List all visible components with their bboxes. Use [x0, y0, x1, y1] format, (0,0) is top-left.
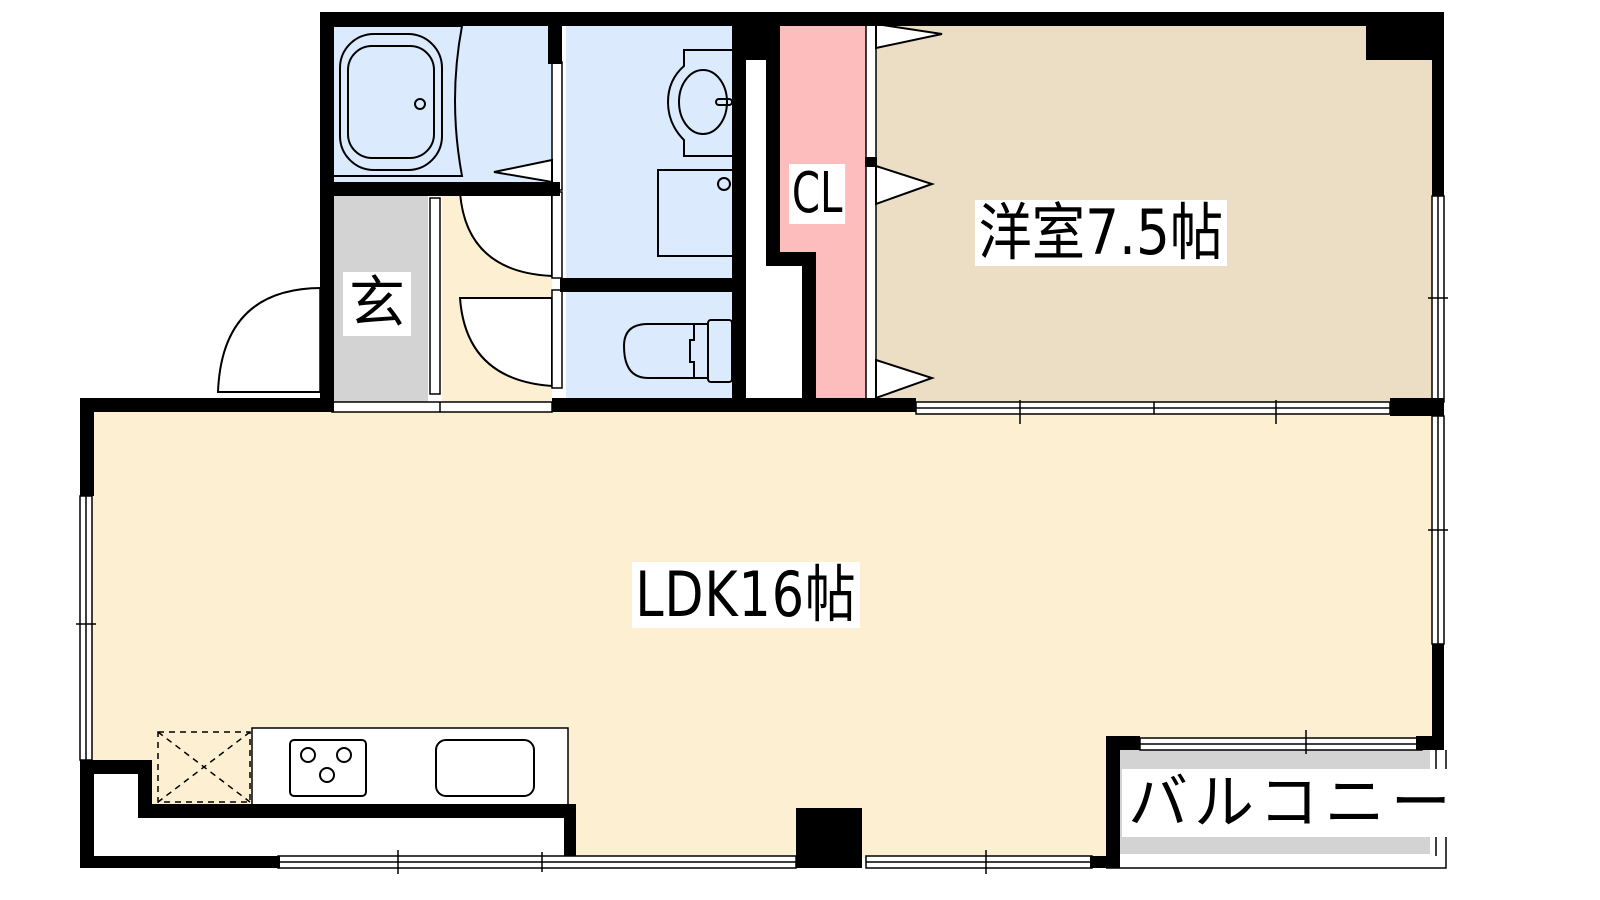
- kitchen-sink-icon: [435, 739, 535, 797]
- front-door-icon: [216, 287, 323, 393]
- closet-door-icon-2: [875, 164, 936, 206]
- washroom-floor: [566, 24, 732, 278]
- closet-label: CL: [789, 164, 846, 224]
- stove-icon: [289, 739, 367, 797]
- washing-machine-space-icon: [657, 169, 732, 257]
- ldk-room-label: LDK16帖: [632, 562, 860, 628]
- closet-door-icon-3: [875, 358, 936, 400]
- toilet-floor: [566, 292, 732, 400]
- balcony-label: バルコニー: [1122, 769, 1463, 837]
- entrance-label: 玄: [343, 272, 411, 336]
- bathroom-folding-door-icon: [493, 158, 553, 184]
- closet-door-icon-1: [875, 22, 943, 50]
- western-room-label: 洋室7.5帖: [975, 200, 1227, 266]
- bathtub-icon: [332, 25, 464, 177]
- walls: [80, 12, 1444, 868]
- windows: [76, 195, 1448, 874]
- doors: [216, 22, 943, 401]
- refrigerator-space-icon: [157, 731, 251, 803]
- fixtures: [157, 25, 733, 807]
